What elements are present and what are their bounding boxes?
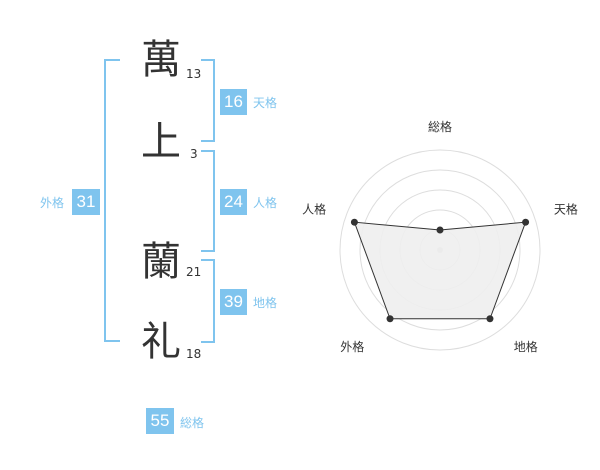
- radar-point-1: [436, 226, 444, 234]
- stroke-count-3: 21: [186, 265, 202, 279]
- name-char-1: 萬: [141, 37, 181, 83]
- radar-axis-label: 総格: [428, 119, 452, 134]
- radar-axis-label: 地格: [514, 339, 538, 354]
- radar-series-area: [353, 221, 527, 320]
- tenkaku-value: 16: [220, 89, 247, 115]
- name-char-3: 蘭: [141, 239, 181, 285]
- radar-point-3: [486, 315, 494, 323]
- radar-point-2: [522, 218, 530, 226]
- soukaku-label: 総格: [180, 416, 205, 430]
- jinkaku-bracket: [201, 150, 215, 252]
- name-char-4: 礼: [141, 319, 181, 365]
- tenkaku-label: 天格: [253, 96, 278, 110]
- gaikaku-label: 外格: [40, 196, 65, 210]
- jinkaku-label: 人格: [253, 196, 278, 210]
- name-char-2: 上: [141, 119, 181, 165]
- chikaku-value: 39: [220, 289, 247, 315]
- radar-axis-label: 人格: [302, 202, 326, 217]
- stroke-count-1: 13: [186, 67, 202, 81]
- tenkaku-bracket: [201, 59, 215, 142]
- radar-grid-ring: [359, 169, 521, 331]
- chikaku-label: 地格: [253, 296, 278, 310]
- radar-point-5: [350, 218, 358, 226]
- radar-axis-label: 外格: [340, 339, 364, 354]
- radar-axis-label: 天格: [554, 202, 578, 217]
- stroke-count-2: 3: [190, 147, 198, 161]
- gaikaku-bracket: [104, 59, 120, 342]
- radar-point-4: [386, 315, 394, 323]
- soukaku-value: 55: [146, 408, 174, 434]
- chikaku-bracket: [201, 259, 215, 343]
- stroke-count-4: 18: [186, 347, 202, 361]
- gaikaku-value: 31: [72, 189, 100, 215]
- jinkaku-value: 24: [220, 189, 247, 215]
- radar-grid-ring: [339, 149, 541, 351]
